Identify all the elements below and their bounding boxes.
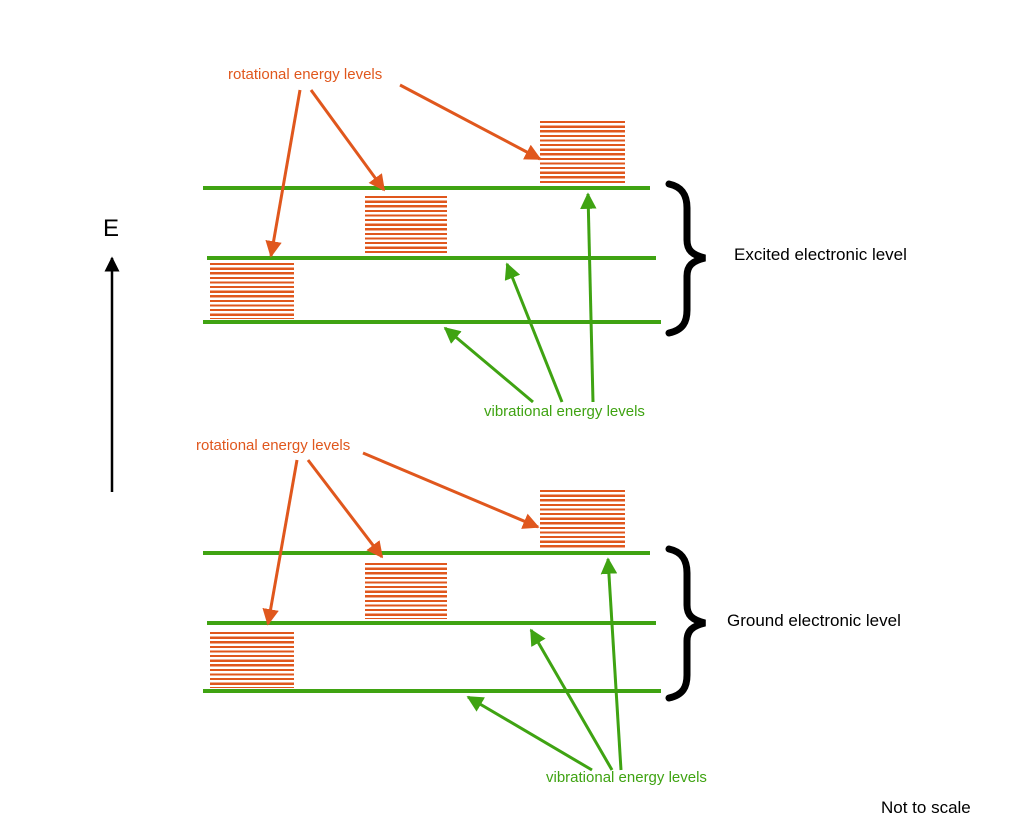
ground-electronic-level-label: Ground electronic level: [727, 611, 901, 630]
vibrational-levels-label: vibrational energy levels: [484, 403, 645, 420]
rotational-pointer-arrow: [399, 83, 542, 161]
rotational-levels-stack: [540, 490, 625, 549]
rotational-pointer-arrow: [362, 451, 540, 529]
ground-level-brace: [665, 545, 706, 702]
rotational-levels-stack: [540, 121, 625, 183]
rotational-levels-stack: [365, 563, 447, 619]
vibrational-pointer-arrow: [504, 262, 564, 403]
vibrational-pointer-arrow: [580, 192, 597, 403]
vibrational-levels-label: vibrational energy levels: [546, 769, 707, 786]
rotational-pointer-arrow: [262, 459, 299, 626]
vibrational-pointer-arrow: [529, 628, 614, 771]
rotational-levels-stack: [210, 632, 294, 688]
vibrational-pointer-arrow: [600, 557, 623, 771]
not-to-scale-label: Not to scale: [881, 798, 971, 817]
rotational-pointer-arrow: [306, 459, 384, 559]
rotational-pointer-arrow: [265, 89, 302, 258]
excited-electronic-level-label: Excited electronic level: [734, 245, 907, 264]
energy-axis-label: E: [103, 215, 120, 242]
vibrational-pointer-arrow: [443, 326, 534, 404]
excited-level-brace: [665, 180, 706, 337]
rotational-levels-label: rotational energy levels: [196, 437, 351, 454]
rotational-pointer-arrow: [309, 89, 386, 192]
rotational-levels-label: rotational energy levels: [228, 66, 383, 83]
vibrational-pointer-arrow: [466, 695, 593, 772]
rotational-levels-stack: [365, 196, 447, 253]
rotational-levels-stack: [210, 263, 294, 319]
